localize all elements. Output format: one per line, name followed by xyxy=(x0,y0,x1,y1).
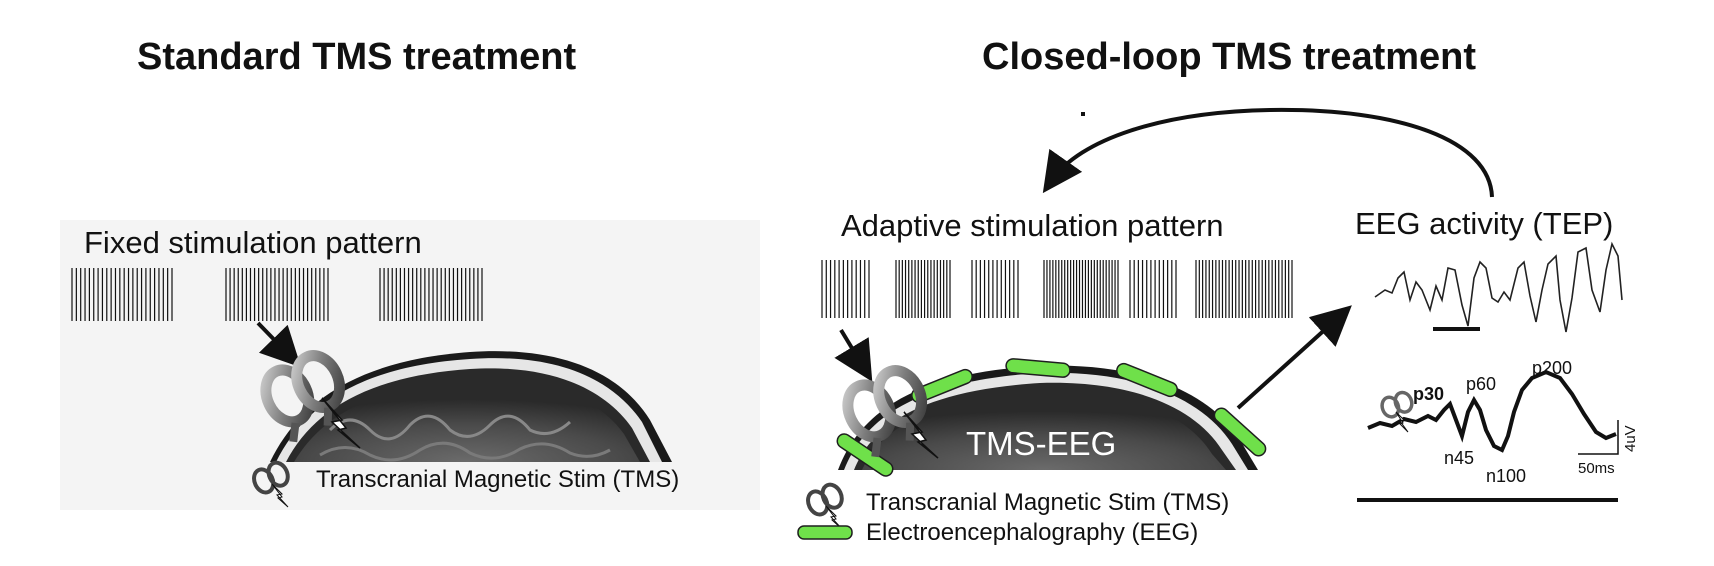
peak-label-p200: p200 xyxy=(1532,358,1572,379)
legend-electrode-icon xyxy=(798,526,852,539)
peak-label-n45: n45 xyxy=(1444,448,1474,469)
tep-coil-icon xyxy=(1379,390,1414,419)
tms-eeg-head-label: TMS-EEG xyxy=(966,425,1116,463)
right-legend-eeg-text: Electroencephalography (EEG) xyxy=(866,519,1198,547)
dot-mark xyxy=(1081,112,1085,116)
peak-label-p30: p30 xyxy=(1413,384,1444,405)
right-legend-tms-text: Transcranial Magnetic Stim (TMS) xyxy=(866,489,1229,517)
left-legend-tms-text: Transcranial Magnetic Stim (TMS) xyxy=(316,466,679,494)
eeg-activity-label: EEG activity (TEP) xyxy=(1355,206,1613,242)
right-legend-coil-icon xyxy=(804,482,845,518)
peak-label-p60: p60 xyxy=(1466,374,1496,395)
right-stim-arrow xyxy=(841,330,864,368)
head-to-eeg-arrow xyxy=(1238,316,1340,408)
eeg-raw-trace xyxy=(1375,244,1622,332)
scale-voltage-label: 4uV xyxy=(1622,425,1639,452)
feedback-loop-arrow xyxy=(1052,110,1492,197)
peak-label-n100: n100 xyxy=(1486,466,1526,487)
adaptive-pulse-trains xyxy=(822,260,1292,318)
fixed-pattern-label: Fixed stimulation pattern xyxy=(84,225,422,261)
adaptive-pattern-label: Adaptive stimulation pattern xyxy=(841,208,1224,244)
scale-time-label: 50ms xyxy=(1578,460,1615,477)
